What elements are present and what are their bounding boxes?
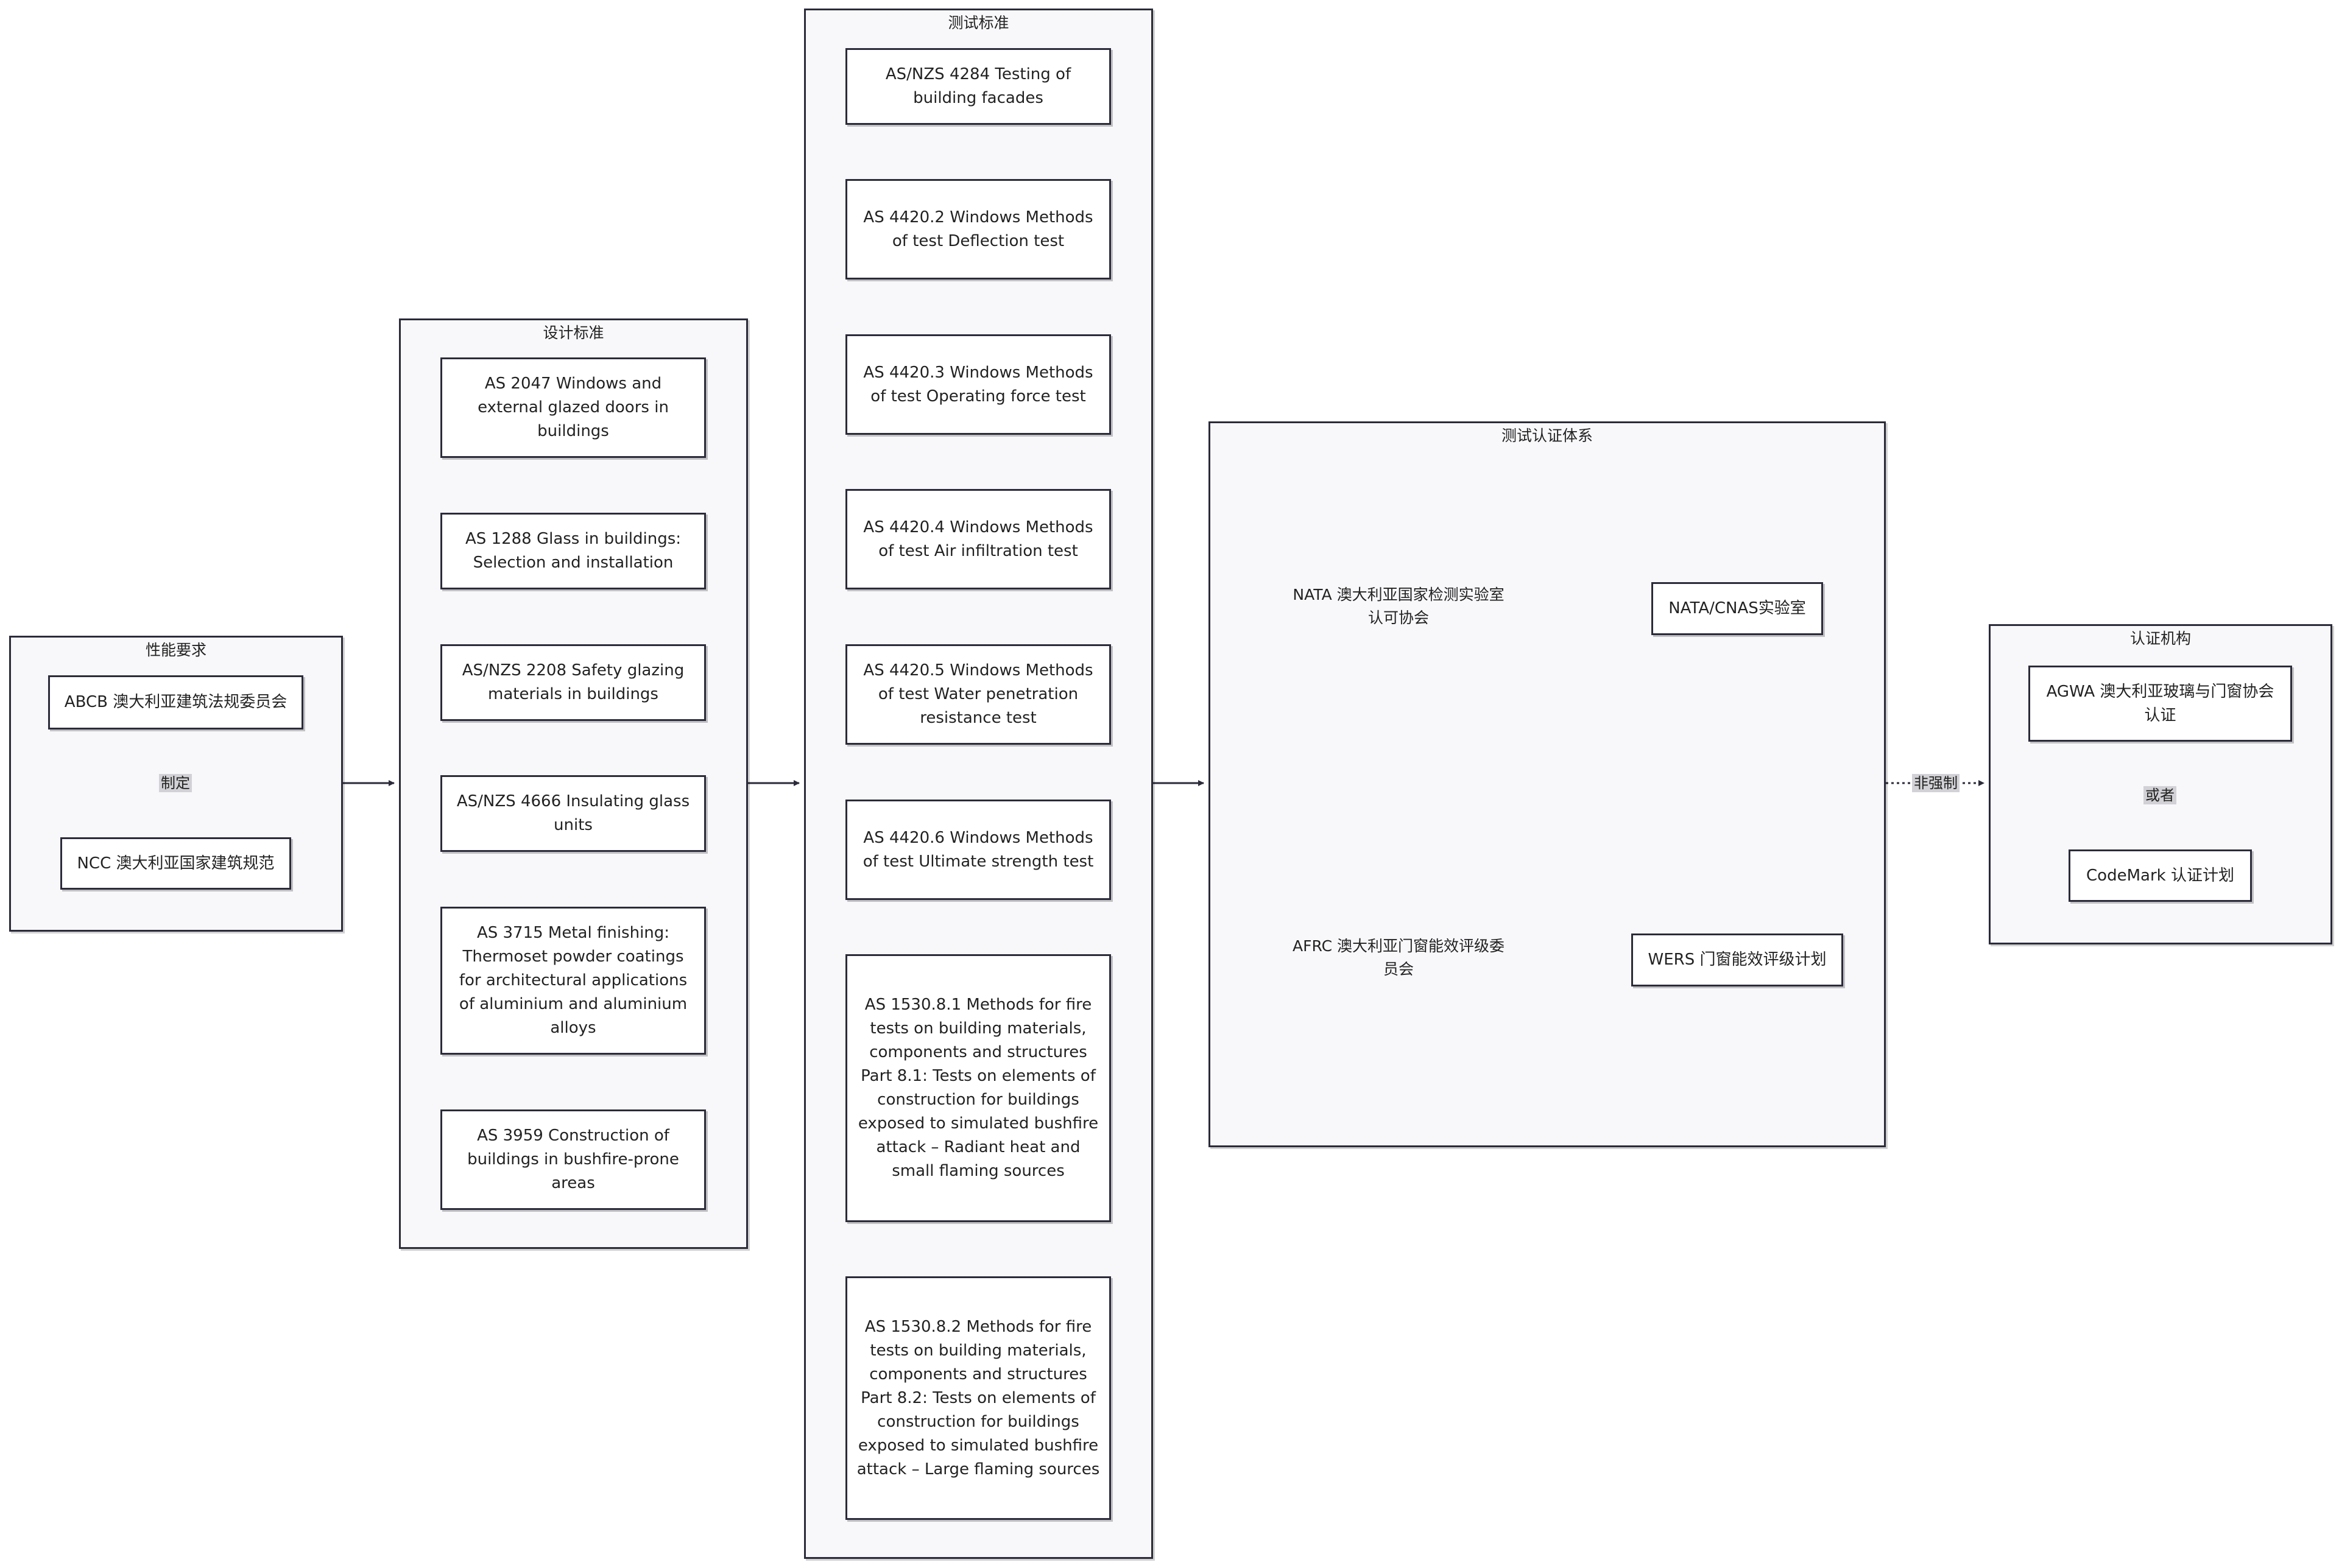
node-as3715[interactable]: AS 3715 Metal finishing: Thermoset powde… [440,907,706,1055]
node-as4284[interactable]: AS/NZS 4284 Testing of building facades [845,48,1111,125]
group-title: 测试认证体系 [1501,427,1593,445]
node-as4420-6[interactable]: AS 4420.6 Windows Methods of test Ultima… [845,800,1111,900]
node-codemark[interactable]: CodeMark 认证计划 [2069,849,2252,902]
node-as3959[interactable]: AS 3959 Construction of buildings in bus… [440,1109,706,1210]
node-ncc[interactable]: NCC 澳大利亚国家建筑规范 [60,837,291,890]
group-title: 设计标准 [543,324,604,342]
node-agwa[interactable]: AGWA 澳大利亚玻璃与门窗协会认证 [2028,666,2292,742]
node-as1530-8-1[interactable]: AS 1530.8.1 Methods for fire tests on bu… [845,954,1111,1222]
edge-label-formulate: 制定 [159,774,192,792]
node-as4420-4[interactable]: AS 4420.4 Windows Methods of test Air in… [845,489,1111,589]
edge-label-non-mandatory: 非强制 [1912,774,1960,792]
group-title: 测试标准 [948,14,1009,32]
node-as4420-3[interactable]: AS 4420.3 Windows Methods of test Operat… [845,334,1111,435]
group-title: 性能要求 [145,641,206,659]
node-as1530-8-2[interactable]: AS 1530.8.2 Methods for fire tests on bu… [845,1276,1111,1520]
node-as4420-5[interactable]: AS 4420.5 Windows Methods of test Water … [845,644,1111,745]
node-as4420-2[interactable]: AS 4420.2 Windows Methods of test Deflec… [845,179,1111,279]
node-nata-cnas[interactable]: NATA/CNAS实验室 [1651,582,1823,635]
node-nata-label[interactable]: NATA 澳大利亚国家检测实验室认可协会 [1293,586,1505,627]
node-abcb[interactable]: ABCB 澳大利亚建筑法规委员会 [48,675,303,730]
node-as2208[interactable]: AS/NZS 2208 Safety glazing materials in … [440,644,706,721]
node-as1288[interactable]: AS 1288 Glass in buildings: Selection an… [440,513,706,589]
group-testing-certification-system: 测试认证体系 [1208,421,1886,1147]
node-as2047[interactable]: AS 2047 Windows and external glazed door… [440,357,706,458]
node-as4666[interactable]: AS/NZS 4666 Insulating glass units [440,775,706,852]
edge-label-or: 或者 [2143,786,2176,804]
group-title: 认证机构 [2129,630,2191,647]
node-wers[interactable]: WERS 门窗能效评级计划 [1631,933,1843,986]
node-afrc-label[interactable]: AFRC 澳大利亚门窗能效评级委员会 [1292,937,1505,978]
